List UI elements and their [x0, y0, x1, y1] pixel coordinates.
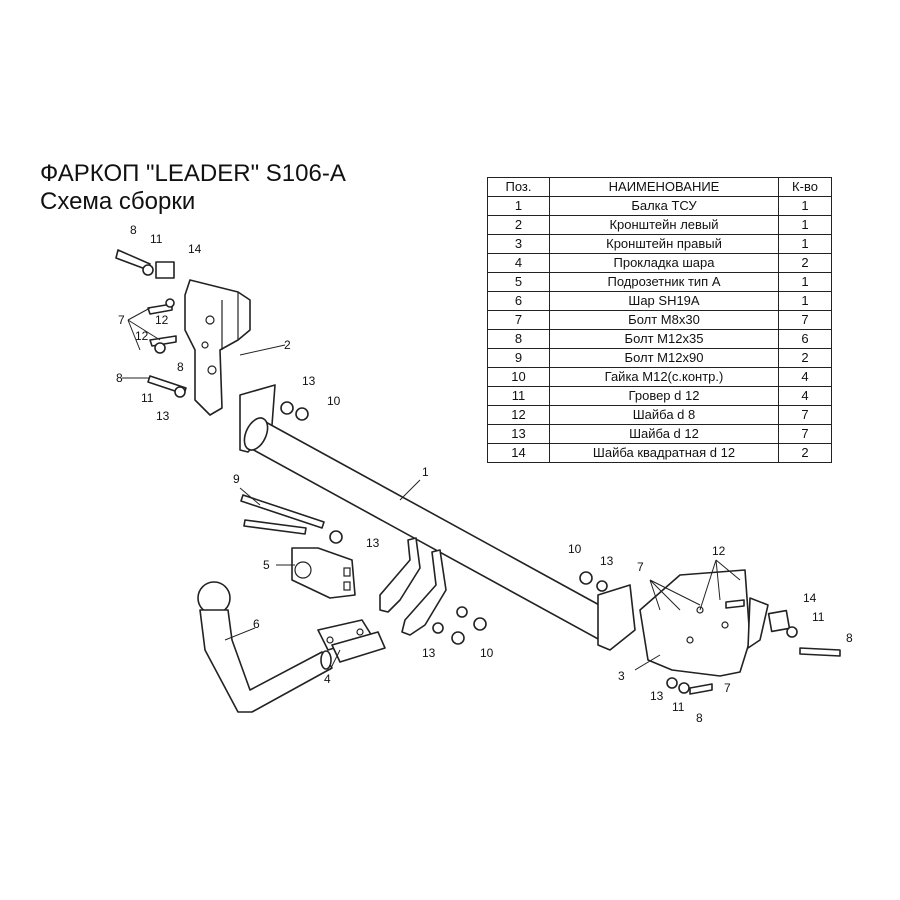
callout-13-bottom-right: 13: [650, 689, 664, 703]
tow-beam: [239, 384, 636, 651]
callout-5: 5: [263, 558, 270, 572]
callout-13-right: 13: [600, 554, 614, 568]
callout-8-low-left: 8: [116, 371, 123, 385]
cell-name: Гайка М12(с.контр.): [549, 367, 779, 387]
callout-13-left: 13: [156, 409, 170, 423]
callout-13-bottom-center: 13: [422, 646, 436, 660]
callout-3: 3: [618, 669, 625, 683]
callout-4: 4: [324, 672, 331, 686]
cell-pos: 11: [487, 386, 550, 406]
callout-12-right: 12: [712, 544, 726, 558]
callout-10-bottom: 10: [480, 646, 494, 660]
callout-7-bottom: 7: [724, 681, 731, 695]
cell-name: Шар SH19A: [549, 291, 779, 311]
cell-name: Кронштейн левый: [549, 215, 779, 235]
callout-12-upper-left: 12: [155, 313, 169, 327]
tow-ball: [197, 581, 333, 713]
center-brackets: [379, 537, 447, 636]
callout-10-top: 10: [327, 394, 341, 408]
cell-name: Подрозетник тип А: [549, 272, 779, 292]
diagram-title: ФАРКОП "LEADER" S106-A: [40, 160, 346, 187]
square-washer-right: [767, 609, 791, 633]
callout-8-bottom: 8: [696, 711, 703, 725]
diagram-subtitle: Схема сборки: [40, 188, 196, 215]
callout-14-left: 14: [188, 242, 202, 256]
callout-7-right: 7: [637, 560, 644, 574]
cell-name: Прокладка шара: [549, 253, 779, 273]
square-washer-left: [155, 261, 175, 279]
callout-13-top: 13: [302, 374, 316, 388]
callout-6: 6: [253, 617, 260, 631]
callout-1: 1: [422, 465, 429, 479]
cell-name: Болт М12х90: [549, 348, 779, 368]
callout-11-right: 11: [812, 610, 825, 624]
cell-qty: 2: [778, 443, 832, 463]
right-bracket: [639, 569, 769, 677]
callout-2: 2: [284, 338, 291, 352]
cell-pos: 14: [487, 443, 550, 463]
callout-14-right: 14: [803, 591, 817, 605]
callout-11-top-left: 11: [150, 232, 163, 246]
left-bracket: [184, 279, 251, 416]
nuts-and-washers: [142, 264, 798, 694]
cell-qty: 1: [778, 272, 832, 292]
callout-8-mid-left: 8: [177, 360, 184, 374]
callout-8-top-left: 8: [130, 223, 137, 237]
callout-11-low-left: 11: [141, 391, 154, 405]
leader-lines: [122, 307, 741, 671]
socket-plate: [291, 547, 356, 599]
callout-11-bottom: 11: [672, 700, 685, 714]
callout-9: 9: [233, 472, 240, 486]
parts-table-header-row: Поз. НАИМЕНОВАНИЕ К-во: [487, 177, 832, 197]
callout-8-right: 8: [846, 631, 853, 645]
header-pos: Поз.: [487, 177, 550, 197]
callout-13-center: 13: [366, 536, 380, 550]
callout-12-lower-left: 12: [135, 329, 149, 343]
callout-10-right: 10: [568, 542, 582, 556]
callout-7-left: 7: [118, 313, 125, 327]
